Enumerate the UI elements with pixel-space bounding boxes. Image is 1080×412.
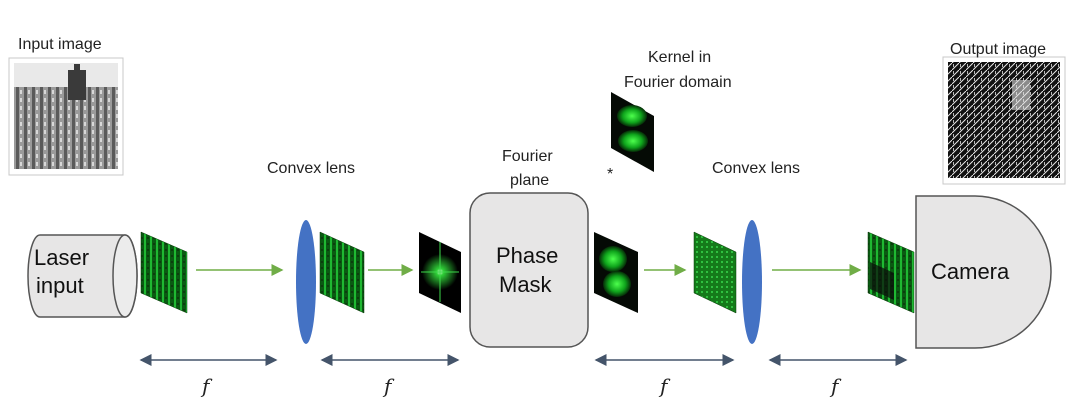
laser-input-label-line1: Laser <box>34 245 90 270</box>
kernel-label-line1: Kernel in <box>648 49 712 66</box>
convex-lens-2 <box>742 220 762 344</box>
lens2-green-image <box>693 231 737 314</box>
convex-lens-2-label: Convex lens <box>712 160 801 177</box>
camera-green-image <box>867 231 915 314</box>
camera-label: Camera <box>931 259 1010 284</box>
fourier-spot-image <box>419 232 461 313</box>
output-image <box>942 56 1066 185</box>
camera-device <box>915 195 1052 349</box>
focal-label-1: f <box>202 374 210 398</box>
laser-input-label-line2: input <box>36 273 84 298</box>
lens1-green-image <box>319 231 365 314</box>
fourier-plane-label-line2: plane <box>510 172 550 189</box>
laser-input-device <box>27 234 138 318</box>
focal-label-3: f <box>660 374 668 398</box>
phase-mask-device <box>469 192 589 348</box>
convex-lens-1 <box>296 220 316 344</box>
input-image <box>8 57 124 176</box>
phase-mask-label-line2: Mask <box>499 272 552 297</box>
input-image-label: Input image <box>18 36 102 53</box>
input-green-image <box>140 231 188 314</box>
kernel-image <box>611 92 654 172</box>
focal-label-2: f <box>384 374 392 398</box>
output-image-label: Output image <box>950 41 1047 58</box>
filtered-fourier-image <box>594 232 638 313</box>
convolution-symbol: * <box>607 166 614 183</box>
phase-mask-label-line1: Phase <box>496 243 559 268</box>
convex-lens-1-label: Convex lens <box>267 160 356 177</box>
fourier-plane-label-line1: Fourier <box>502 148 553 165</box>
kernel-label-line2: Fourier domain <box>624 74 732 91</box>
focal-label-4: f <box>831 374 839 398</box>
